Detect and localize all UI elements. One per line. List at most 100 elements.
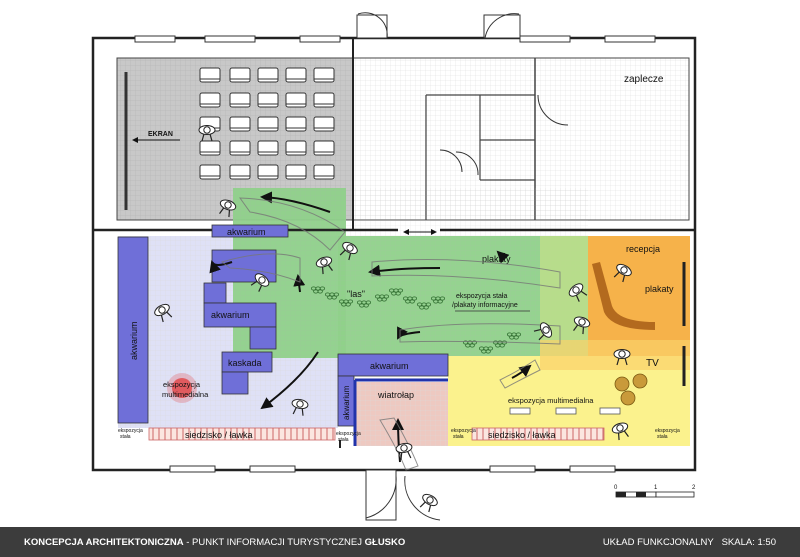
seat (313, 140, 335, 156)
visitor (613, 349, 631, 366)
permanent-exhibit-label-2: /plakaty informacyjne (452, 302, 518, 309)
project-place: GŁUSKO (364, 537, 406, 548)
shrub (402, 296, 417, 304)
multimedia-stands (509, 407, 621, 415)
shrub (338, 299, 353, 307)
forest-label: "las" (347, 289, 365, 299)
visitor (154, 303, 173, 323)
seat (229, 92, 251, 108)
seat (199, 164, 221, 180)
visitor (395, 442, 413, 460)
shrub (462, 340, 477, 348)
scale-tick-1: 1 (654, 485, 658, 491)
layout-label: UKŁAD FUNKCJONALNY (602, 537, 714, 548)
shrub (506, 332, 522, 340)
exhibit-small-c1: ekspozycja (451, 428, 476, 434)
shrub (388, 288, 403, 296)
tables (614, 373, 648, 406)
exhibit-small-b2: stała (338, 437, 349, 443)
seat (313, 164, 335, 180)
visitor (573, 316, 591, 335)
scale-label: SKALA: 1:50 (721, 537, 776, 548)
scale-tick-0: 0 (614, 485, 618, 491)
seat (285, 116, 307, 132)
flow-lanes (220, 197, 561, 471)
screen-label: EKRAN (148, 131, 173, 138)
visitor (611, 422, 629, 441)
scale-bar: 0 1 2 (614, 485, 696, 498)
floor-plan: EKRAN zaplecze akwarium akwarium akwariu… (91, 12, 697, 521)
project-title: KONCEPCJA ARCHITEKTONICZNA - PUNKT INFOR… (24, 537, 405, 548)
visitor (219, 199, 237, 218)
tv-label: TV (646, 358, 659, 369)
shrub (356, 300, 371, 308)
aquarium-small-label: akwarium (342, 385, 351, 420)
shrub (430, 296, 445, 304)
seat (229, 67, 251, 83)
exhibit-small-d2: stała (657, 434, 668, 440)
project-title-bold: KONCEPCJA ARCHITEKTONICZNA (24, 537, 184, 548)
aquarium-left-label: akwarium (129, 321, 139, 360)
seat (199, 67, 221, 83)
seat (257, 67, 279, 83)
title-bar: KONCEPCJA ARCHITEKTONICZNA - PUNKT INFOR… (0, 527, 800, 557)
visitor (315, 256, 333, 275)
posters-mid-label: plakaty (482, 254, 511, 264)
visitor (613, 263, 632, 283)
seat (257, 140, 279, 156)
aquarium-mid-label: akwarium (211, 310, 250, 320)
visitor (419, 493, 438, 513)
aquarium-center-label: akwarium (370, 361, 409, 371)
multimedia-point-left (172, 378, 192, 398)
visitor (291, 398, 309, 416)
seat (229, 116, 251, 132)
seat (257, 164, 279, 180)
exhibit-small-d1: ekspozycja (655, 428, 680, 434)
multimedia-left-label-2: multimedialna (162, 390, 209, 399)
multimedia-left-label-1: ekspozycja (163, 380, 201, 389)
exhibit-small-a1: ekspozycja (118, 428, 143, 434)
exhibit-small-a2: stała (120, 434, 131, 440)
seat (257, 92, 279, 108)
seat (199, 92, 221, 108)
shrub (416, 302, 431, 310)
cascade-label: kaskada (228, 358, 262, 368)
aquarium-blocks (117, 224, 449, 427)
windbreak-label: wiatrołap (377, 390, 414, 400)
bench-left-label: siedzisko / ławka (185, 430, 253, 440)
seat (285, 140, 307, 156)
layout-scale: UKŁAD FUNKCJONALNY SKALA: 1:50 (603, 537, 776, 548)
reception-desk (592, 262, 655, 330)
reception-label: recepcja (626, 244, 660, 254)
bench-right-label: siedzisko / ławka (488, 430, 556, 440)
exhibit-small-c2: stała (453, 434, 464, 440)
shrub (374, 294, 389, 302)
visitor (198, 125, 216, 142)
exhibit-small-b1: ekspozycja (336, 431, 361, 437)
seat (285, 164, 307, 180)
project-title-rest: - PUNKT INFORMACJI TURYSTYCZNEJ (183, 537, 365, 548)
scale-tick-2: 2 (692, 485, 696, 491)
seat (313, 92, 335, 108)
seat (313, 116, 335, 132)
shrub (324, 292, 339, 300)
cinema-seats (199, 67, 335, 180)
seat (229, 164, 251, 180)
back-room-label: zaplecze (624, 74, 664, 85)
seat (313, 67, 335, 83)
visitor (339, 241, 358, 261)
shrub (310, 286, 325, 294)
multimedia-right-label: ekspozycja multimedialna (508, 396, 594, 405)
seat (199, 140, 221, 156)
posters-right-label: plakaty (645, 284, 674, 294)
permanent-exhibit-label-1: ekspozycja stała (456, 293, 507, 300)
visitors (154, 125, 632, 513)
visitor (250, 273, 270, 292)
aquarium-top-label: akwarium (227, 227, 266, 237)
seat (257, 116, 279, 132)
seat (285, 67, 307, 83)
visitor (533, 322, 553, 341)
seat (229, 140, 251, 156)
doors (356, 12, 569, 521)
windows-top (134, 35, 656, 473)
